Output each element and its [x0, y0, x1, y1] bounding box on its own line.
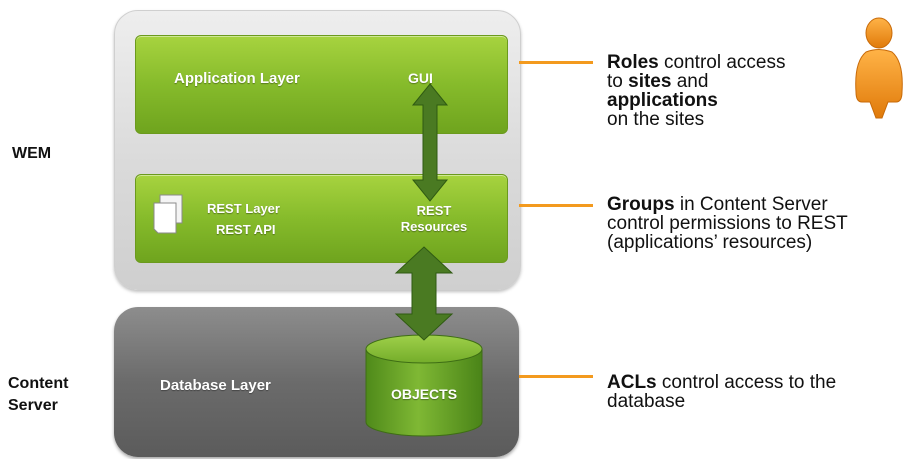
acls-note-line1: ACLs control access to the	[607, 373, 836, 392]
roles-connector	[519, 61, 593, 64]
groups-note: Groups in Content Server control permiss…	[607, 195, 848, 252]
groups-note-line2: control permissions to REST	[607, 213, 848, 234]
roles-note-line4: on the sites	[607, 109, 705, 130]
roles-note-line2: to sites and	[607, 72, 785, 91]
roles-note-line1: Roles control access	[607, 53, 785, 72]
groups-note-text1: in Content Server	[674, 194, 828, 215]
database-layer-title: Database Layer	[160, 377, 271, 394]
objects-label: OBJECTS	[390, 386, 458, 402]
applications-keyword: applications	[607, 90, 718, 111]
rest-resources-label: REST Resources	[384, 203, 484, 235]
rest-resources-line1: REST	[416, 203, 452, 218]
roles-note-text3: and	[671, 71, 709, 92]
user-icon	[855, 17, 903, 119]
groups-note-line1: Groups in Content Server	[607, 195, 848, 214]
roles-note: Roles control access to sites and applic…	[607, 53, 785, 129]
gui-label: GUI	[408, 70, 433, 86]
content-server-label-line2: Server	[8, 397, 58, 414]
rest-api-label: REST API	[216, 222, 276, 237]
content-server-label: Content Server	[8, 373, 68, 417]
acls-note-line2: database	[607, 391, 686, 412]
groups-keyword: Groups	[607, 194, 675, 215]
rest-layer-title: REST Layer	[207, 201, 280, 216]
rest-layer-box	[135, 174, 508, 263]
roles-keyword: Roles	[607, 52, 659, 73]
acls-note: ACLs control access to the database	[607, 373, 836, 411]
application-layer-title: Application Layer	[174, 70, 300, 87]
rest-resources-line2: Resources	[400, 219, 468, 234]
acls-connector	[519, 375, 593, 378]
groups-connector	[519, 204, 593, 207]
groups-note-line3: (applications’ resources)	[607, 232, 813, 253]
rest-db-arrow	[394, 246, 454, 341]
gui-rest-arrow	[411, 83, 449, 202]
objects-cylinder	[365, 334, 483, 437]
roles-note-line3: applications	[607, 91, 785, 110]
documents-icon	[153, 194, 183, 234]
wem-label: WEM	[12, 145, 52, 162]
roles-note-text2: to	[607, 71, 629, 92]
content-server-label-line1: Content	[8, 375, 69, 392]
acls-keyword: ACLs	[607, 372, 657, 393]
roles-note-text1: control access	[658, 52, 786, 73]
application-layer-box	[135, 35, 508, 134]
sites-keyword: sites	[628, 71, 672, 92]
acls-note-text1: control access to the	[656, 372, 837, 393]
